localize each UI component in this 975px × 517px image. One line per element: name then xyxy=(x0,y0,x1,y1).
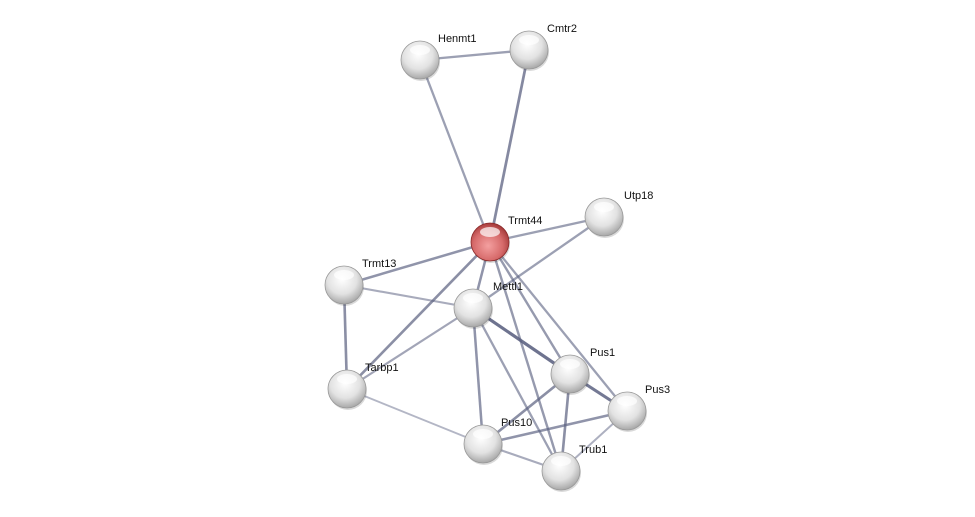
node-label: Utp18 xyxy=(624,190,653,202)
edge-henmt1-trmt44[interactable] xyxy=(418,59,492,243)
node-highlight xyxy=(519,35,539,45)
node-henmt1[interactable]: Henmt1 xyxy=(400,33,477,81)
node-label: Cmtr2 xyxy=(547,23,577,35)
node-highlight xyxy=(594,202,614,212)
node-tarbp1[interactable]: Tarbp1 xyxy=(327,362,399,410)
node-trub1[interactable]: Trub1 xyxy=(541,444,607,492)
node-highlight xyxy=(334,270,354,280)
node-label: Mettl1 xyxy=(493,281,523,293)
node-cmtr2[interactable]: Cmtr2 xyxy=(509,23,577,71)
node-highlight xyxy=(617,396,637,406)
node-label: Tarbp1 xyxy=(365,362,399,374)
edge-mettl1-pus10[interactable] xyxy=(471,307,485,445)
node-highlight xyxy=(551,456,571,466)
node-label: Trmt13 xyxy=(362,258,396,270)
edge-mettl1-pus1[interactable] xyxy=(472,306,571,376)
edge-mettl1-trub1[interactable] xyxy=(471,307,563,472)
edge-pus3-pus10[interactable] xyxy=(482,409,628,446)
node-highlight xyxy=(410,45,430,55)
edge-cmtr2-trmt44[interactable] xyxy=(488,49,531,243)
node-label: Trub1 xyxy=(579,444,607,456)
node-pus3[interactable]: Pus3 xyxy=(607,384,670,432)
node-utp18[interactable]: Utp18 xyxy=(584,190,653,238)
edge-tarbp1-mettl1[interactable] xyxy=(346,307,474,390)
edge-trmt44-pus3[interactable] xyxy=(489,241,628,412)
node-highlight xyxy=(463,293,483,303)
edge-tarbp1-pus10[interactable] xyxy=(346,388,484,445)
node-label: Pus3 xyxy=(645,384,670,396)
edge-trmt44-trub1[interactable] xyxy=(488,241,563,472)
node-label: Pus10 xyxy=(501,417,532,429)
node-label: Trmt44 xyxy=(508,215,542,227)
edge-trmt44-tarbp1[interactable] xyxy=(346,241,491,390)
node-pus10[interactable]: Pus10 xyxy=(463,417,532,465)
node-mettl1[interactable]: Mettl1 xyxy=(453,281,523,329)
edge-trmt44-trmt13[interactable] xyxy=(343,240,491,287)
node-highlight xyxy=(480,227,500,237)
edge-mettl1-utp18[interactable] xyxy=(472,216,605,309)
node-label: Pus1 xyxy=(590,347,615,359)
node-highlight xyxy=(473,429,493,439)
node-pus1[interactable]: Pus1 xyxy=(550,347,615,395)
edge-trmt13-mettl1[interactable] xyxy=(343,283,474,310)
node-trmt44[interactable]: Trmt44 xyxy=(470,215,542,263)
node-highlight xyxy=(560,359,580,369)
node-label: Henmt1 xyxy=(438,33,477,45)
edge-trmt44-pus1[interactable] xyxy=(488,241,572,375)
node-highlight xyxy=(337,374,357,384)
node-trmt13[interactable]: Trmt13 xyxy=(324,258,396,306)
edge-trmt44-utp18[interactable] xyxy=(489,215,605,244)
